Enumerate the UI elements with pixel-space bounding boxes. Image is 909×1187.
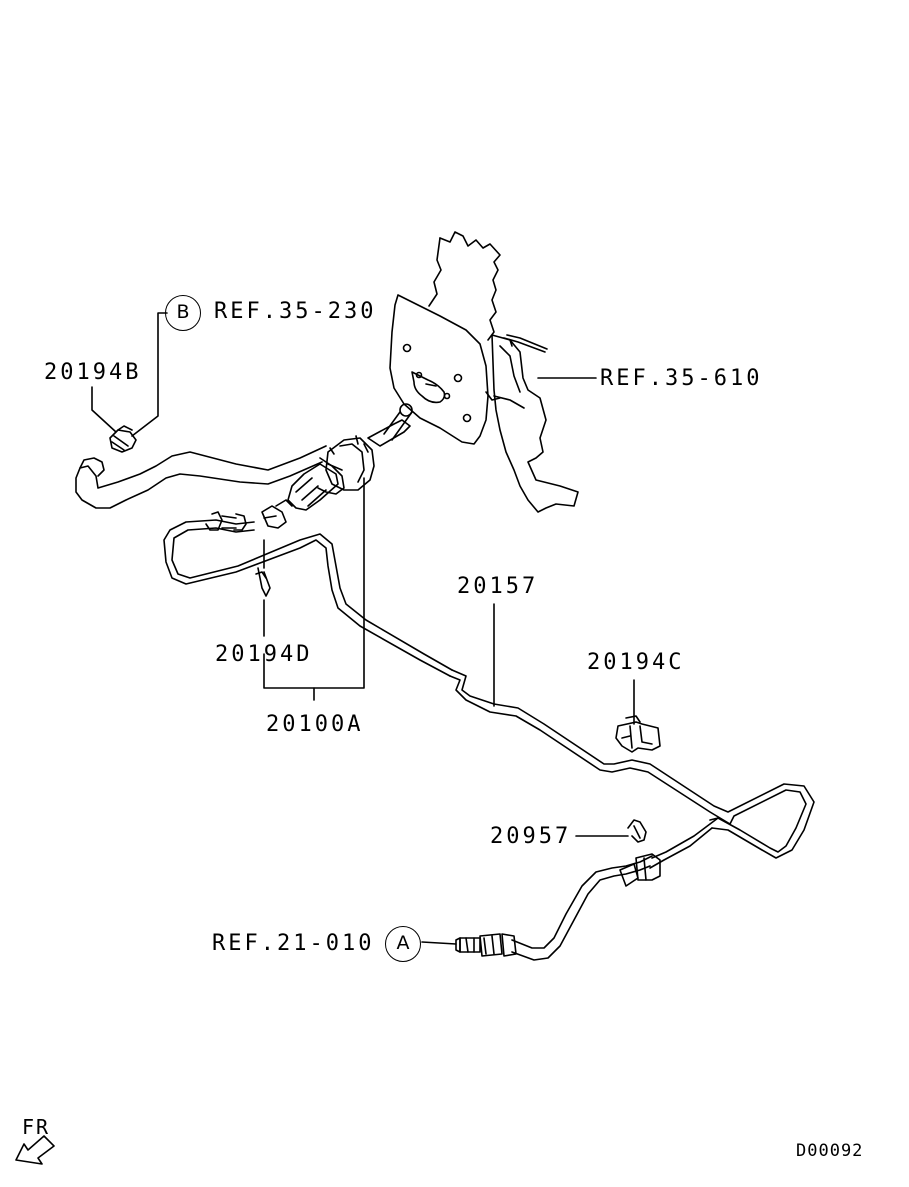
diagram-code: D00092 — [796, 1141, 864, 1161]
pedal-bracket — [389, 231, 579, 513]
ref-21-010-label: REF.21-010 — [212, 931, 375, 956]
part-20957-label: 20957 — [490, 824, 572, 849]
part-20194C-label: 20194C — [587, 650, 685, 675]
callout-b-marker: B — [165, 295, 201, 331]
lower-hose — [455, 853, 661, 961]
reservoir-hose — [75, 425, 327, 509]
clutch-pipe-upper — [163, 511, 453, 677]
part-20194B-label: 20194B — [44, 360, 142, 385]
callout-a-marker: A — [385, 926, 421, 962]
part-20157-label: 20157 — [457, 574, 539, 599]
leader-lines — [91, 312, 635, 945]
clutch-pipe-main — [449, 669, 815, 869]
part-20194D-label: 20194D — [215, 642, 313, 667]
fr-label: FR — [22, 1115, 51, 1139]
ref-35-230-label: REF.35-230 — [214, 299, 377, 324]
master-cylinder — [261, 403, 413, 529]
clip-20194D — [255, 567, 271, 597]
front-arrow-icon — [15, 1135, 55, 1165]
clip-20194C — [615, 715, 661, 753]
clamp-20957 — [627, 819, 647, 843]
ref-35-610-label: REF.35-610 — [600, 366, 763, 391]
part-20100A-label: 20100A — [266, 712, 364, 737]
